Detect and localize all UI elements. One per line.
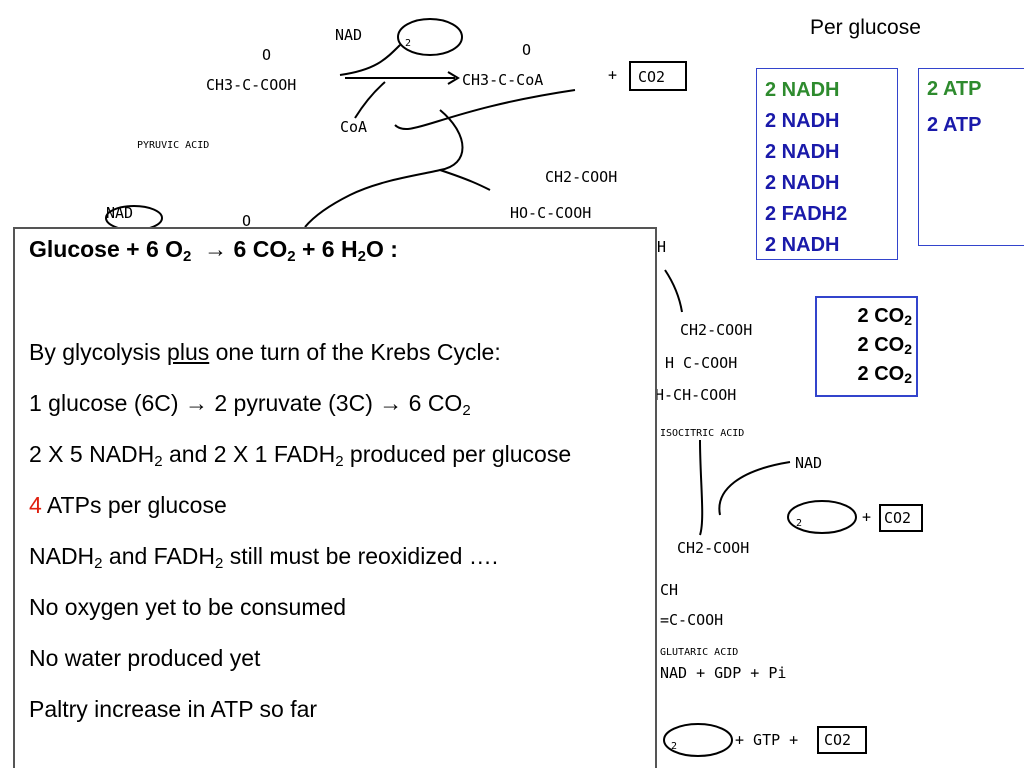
nadh2-label-top: 2 <box>405 38 411 49</box>
h-fragment: H <box>657 238 666 256</box>
acetyl-coa-formula: CH3-C-CoA <box>462 71 543 89</box>
nadh-item: 2 NADH <box>765 79 840 101</box>
fragment-oxygen: O <box>242 212 251 230</box>
oxygen-line: No oxygen yet to be consumed <box>29 594 347 620</box>
nadh-fadh-line: 2 X 5 NADH2 and 2 X 1 FADH2 produced per… <box>29 441 572 470</box>
pyruvic-acid-label: PYRUVIC ACID <box>137 140 209 151</box>
nad-arrow-top <box>339 44 401 76</box>
pyruvate-arrowhead <box>447 71 460 85</box>
pyruvate-oxygen: O <box>262 46 271 64</box>
nad-gdp-label: NAD + GDP + Pi <box>660 664 786 682</box>
nad-label-left: NAD <box>106 204 133 222</box>
summary-text-box: Glucose + 6 O2 → 6 CO2 + 6 H2O : By glyc… <box>13 227 657 768</box>
ketoglutarate-line-3: =C-COOH <box>660 611 723 629</box>
co2-box-bottom <box>817 726 867 754</box>
paltry-line: Paltry increase in ATP so far <box>29 696 318 722</box>
coa-return-arrow <box>394 89 576 131</box>
atp-item: 2 ATP <box>927 114 982 136</box>
citrate-arrow <box>439 169 491 191</box>
nadh-item: 2 NADH <box>765 110 840 132</box>
isocitrate-arrow <box>664 269 683 313</box>
co2-box-mid <box>879 504 923 532</box>
per-glucose-heading: Per glucose <box>810 16 921 39</box>
nadh2-circle-top <box>397 18 463 56</box>
ketoglutarate-line-2: CH <box>660 581 678 599</box>
nadh-item: 2 NADH <box>765 234 840 256</box>
nad-label-mid: NAD <box>795 454 822 472</box>
nadh-item: 2 NADH <box>765 141 840 163</box>
water-line: No water produced yet <box>29 645 261 671</box>
nad-label-top: NAD <box>335 26 362 44</box>
plus-sign: + <box>608 66 617 84</box>
glutaric-acid-label: GLUTARIC ACID <box>660 647 738 658</box>
nad-arrow-mid <box>718 461 791 516</box>
krebs-line: By glycolysis plus one turn of the Krebs… <box>29 339 501 365</box>
gtp-label: + GTP + <box>735 731 798 749</box>
acetyl-oxygen: O <box>522 41 531 59</box>
coa-arrow <box>354 81 386 119</box>
reoxidize-line: NADH2 and FADH2 still must be reoxidized… <box>29 543 499 572</box>
nadh-item: 2 NADH <box>765 172 840 194</box>
atp-column-box: 2 ATP 2 ATP <box>918 68 1024 246</box>
fadh2-item: 2 FADH2 <box>765 203 848 225</box>
nadh2-circle-mid <box>787 500 857 534</box>
co2-label-mid: CO2 <box>884 509 911 527</box>
pyruvate-formula: CH3-C-COOH <box>206 76 296 94</box>
co2-item: 2 CO2 <box>857 334 912 357</box>
isocitrate-line-2: H C-COOH <box>665 354 737 372</box>
coa-label: CoA <box>340 118 367 136</box>
nadh2-label-bottom: 2 <box>671 741 677 752</box>
nadh2-circle-bottom <box>663 723 733 757</box>
citrate-line-1: CH2-COOH <box>545 168 617 186</box>
atp-item: 2 ATP <box>927 78 982 100</box>
ketoglutarate-line-1: CH2-COOH <box>677 539 749 557</box>
citrate-line-2: HO-C-COOH <box>510 204 591 222</box>
co2-label-bottom: CO2 <box>824 731 851 749</box>
co2-label-top: CO2 <box>638 68 665 86</box>
isocitrate-line-3: H-CH-COOH <box>655 386 736 404</box>
atp-line: 4 ATPs per glucose <box>29 492 227 518</box>
isocitrate-line-1: CH2-COOH <box>680 321 752 339</box>
nadh2-label-mid: 2 <box>796 518 802 529</box>
co2-column-box: 2 CO2 2 CO2 2 CO2 <box>815 296 918 397</box>
overall-equation: Glucose + 6 O2 → 6 CO2 + 6 H2O : <box>29 236 398 265</box>
isocitric-acid-label: ISOCITRIC ACID <box>660 428 744 439</box>
co2-box-top <box>629 61 687 91</box>
plus-sign-mid: + <box>862 508 871 526</box>
co2-item: 2 CO2 <box>857 363 912 386</box>
cycle-arrow-upper <box>304 109 464 228</box>
nadh-column-box: 2 NADH 2 NADH 2 NADH 2 NADH 2 FADH2 2 NA… <box>756 68 898 260</box>
glucose-pyruvate-line: 1 glucose (6C) → 2 pyruvate (3C) → 6 CO2 <box>29 390 471 419</box>
ketoglutarate-arrow <box>699 439 704 536</box>
co2-item: 2 CO2 <box>857 305 912 328</box>
